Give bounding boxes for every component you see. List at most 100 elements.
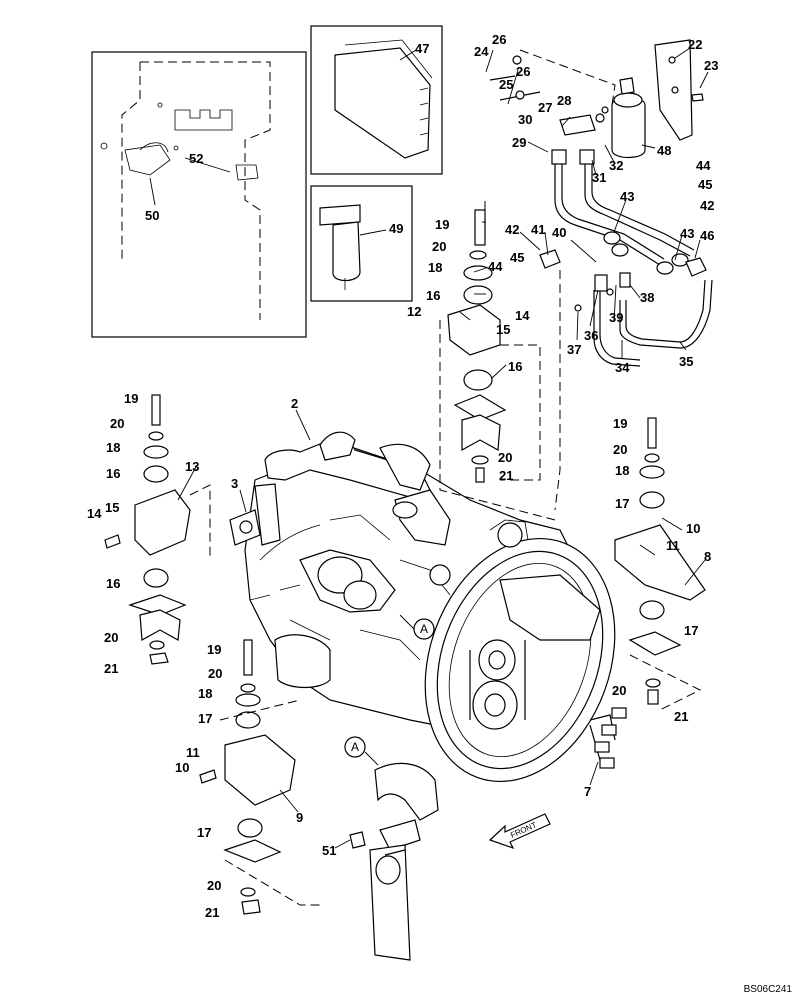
label-26-upper: 26 bbox=[492, 32, 506, 47]
label-12: 12 bbox=[407, 304, 421, 319]
label-20-center-upper: 20 bbox=[432, 239, 446, 254]
label-24: 24 bbox=[474, 44, 489, 59]
label-2: 2 bbox=[291, 396, 298, 411]
label-20-right-lower: 20 bbox=[612, 683, 626, 698]
label-51: 51 bbox=[322, 843, 336, 858]
label-17-right-lower: 17 bbox=[684, 623, 698, 638]
label-50: 50 bbox=[145, 208, 159, 223]
inset-filter-box bbox=[310, 185, 413, 302]
label-11-right: 11 bbox=[666, 538, 680, 553]
reference-mark-label: A bbox=[351, 740, 359, 754]
label-16-left-lower: 16 bbox=[106, 576, 120, 591]
reference-mark-a-upper: A bbox=[399, 614, 435, 640]
label-7: 7 bbox=[584, 784, 591, 799]
hose-group bbox=[554, 160, 713, 367]
label-22: 22 bbox=[688, 37, 702, 52]
right-mount-stack bbox=[614, 417, 706, 711]
label-19-right: 19 bbox=[613, 416, 627, 431]
hose-fittings bbox=[539, 149, 707, 312]
label-30: 30 bbox=[518, 112, 532, 127]
label-31: 31 bbox=[592, 170, 606, 185]
dashed-reference-lines bbox=[219, 49, 616, 721]
label-40: 40 bbox=[552, 225, 566, 240]
label-18-lower: 18 bbox=[198, 686, 212, 701]
label-26-lower: 26 bbox=[516, 64, 530, 79]
center-mount-stack bbox=[447, 200, 541, 483]
label-43-upper: 43 bbox=[620, 189, 634, 204]
label-11-lower: 11 bbox=[186, 745, 200, 760]
filter-assembly bbox=[489, 39, 704, 159]
label-16-left-upper: 16 bbox=[106, 466, 120, 481]
label-17-lower-lower: 17 bbox=[197, 825, 211, 840]
inset-ecu-box bbox=[310, 25, 443, 175]
label-20-lower-upper: 20 bbox=[208, 666, 222, 681]
label-14-center: 14 bbox=[515, 308, 530, 323]
label-20-left-lower: 20 bbox=[104, 630, 118, 645]
label-27: 27 bbox=[538, 100, 552, 115]
label-19-left: 19 bbox=[124, 391, 138, 406]
label-9: 9 bbox=[296, 810, 303, 825]
inset-panel-box bbox=[91, 51, 307, 338]
front-arrow: FRONT bbox=[488, 813, 551, 850]
label-3: 3 bbox=[231, 476, 238, 491]
label-35: 35 bbox=[679, 354, 693, 369]
label-20-right-upper: 20 bbox=[613, 442, 627, 457]
label-23: 23 bbox=[704, 58, 718, 73]
label-36: 36 bbox=[584, 328, 598, 343]
label-19-center: 19 bbox=[435, 217, 449, 232]
label-15-center: 15 bbox=[496, 322, 510, 337]
engine-body bbox=[229, 431, 616, 783]
label-10-right: 10 bbox=[686, 521, 700, 536]
label-18-center: 18 bbox=[428, 260, 442, 275]
label-44-right: 44 bbox=[696, 158, 711, 173]
lower-mount-stack bbox=[199, 639, 320, 915]
reference-mark-label: A bbox=[420, 622, 428, 636]
label-49: 49 bbox=[389, 221, 403, 236]
label-16-center-upper: 16 bbox=[426, 288, 440, 303]
label-32: 32 bbox=[609, 158, 623, 173]
label-42-center: 42 bbox=[505, 222, 519, 237]
label-8: 8 bbox=[704, 549, 711, 564]
label-14-left: 14 bbox=[87, 506, 102, 521]
label-21-lower: 21 bbox=[205, 905, 219, 920]
label-43-lower: 43 bbox=[680, 226, 694, 241]
label-45-right: 45 bbox=[698, 177, 712, 192]
label-47: 47 bbox=[415, 41, 429, 56]
label-28: 28 bbox=[557, 93, 571, 108]
label-41: 41 bbox=[531, 222, 545, 237]
label-19-lower: 19 bbox=[207, 642, 221, 657]
label-42-right: 42 bbox=[700, 198, 714, 213]
harness-connectors bbox=[589, 707, 627, 769]
label-17-lower-upper: 17 bbox=[198, 711, 212, 726]
label-29: 29 bbox=[512, 135, 526, 150]
label-18-right: 18 bbox=[615, 463, 629, 478]
label-52: 52 bbox=[189, 151, 203, 166]
label-20-left-upper: 20 bbox=[110, 416, 124, 431]
lower-pipe-bracket bbox=[349, 762, 439, 961]
label-45-center: 45 bbox=[510, 250, 524, 265]
label-18-left: 18 bbox=[106, 440, 120, 455]
label-44-center: 44 bbox=[488, 259, 503, 274]
label-20-center-lower: 20 bbox=[498, 450, 512, 465]
label-39: 39 bbox=[609, 310, 623, 325]
label-37: 37 bbox=[567, 342, 581, 357]
label-10-lower: 10 bbox=[175, 760, 189, 775]
leader-lines bbox=[149, 47, 709, 849]
label-25: 25 bbox=[499, 77, 513, 92]
label-17-right-upper: 17 bbox=[615, 496, 629, 511]
label-21-left: 21 bbox=[104, 661, 118, 676]
label-21-center: 21 bbox=[499, 468, 513, 483]
reference-mark-a-lower: A bbox=[344, 736, 379, 766]
label-46: 46 bbox=[700, 228, 714, 243]
label-38: 38 bbox=[640, 290, 654, 305]
label-13: 13 bbox=[185, 459, 199, 474]
label-16-center-lower: 16 bbox=[508, 359, 522, 374]
drawing-code: BS06C241 bbox=[744, 984, 793, 995]
part-number-labels: 2 3 7 8 9 10 10 11 11 12 13 14 14 15 15 … bbox=[87, 32, 718, 920]
left-mount-stack bbox=[104, 394, 211, 665]
label-15-left: 15 bbox=[105, 500, 119, 515]
label-21-right: 21 bbox=[674, 709, 688, 724]
label-34: 34 bbox=[615, 360, 630, 375]
label-20-lower-lower: 20 bbox=[207, 878, 221, 893]
